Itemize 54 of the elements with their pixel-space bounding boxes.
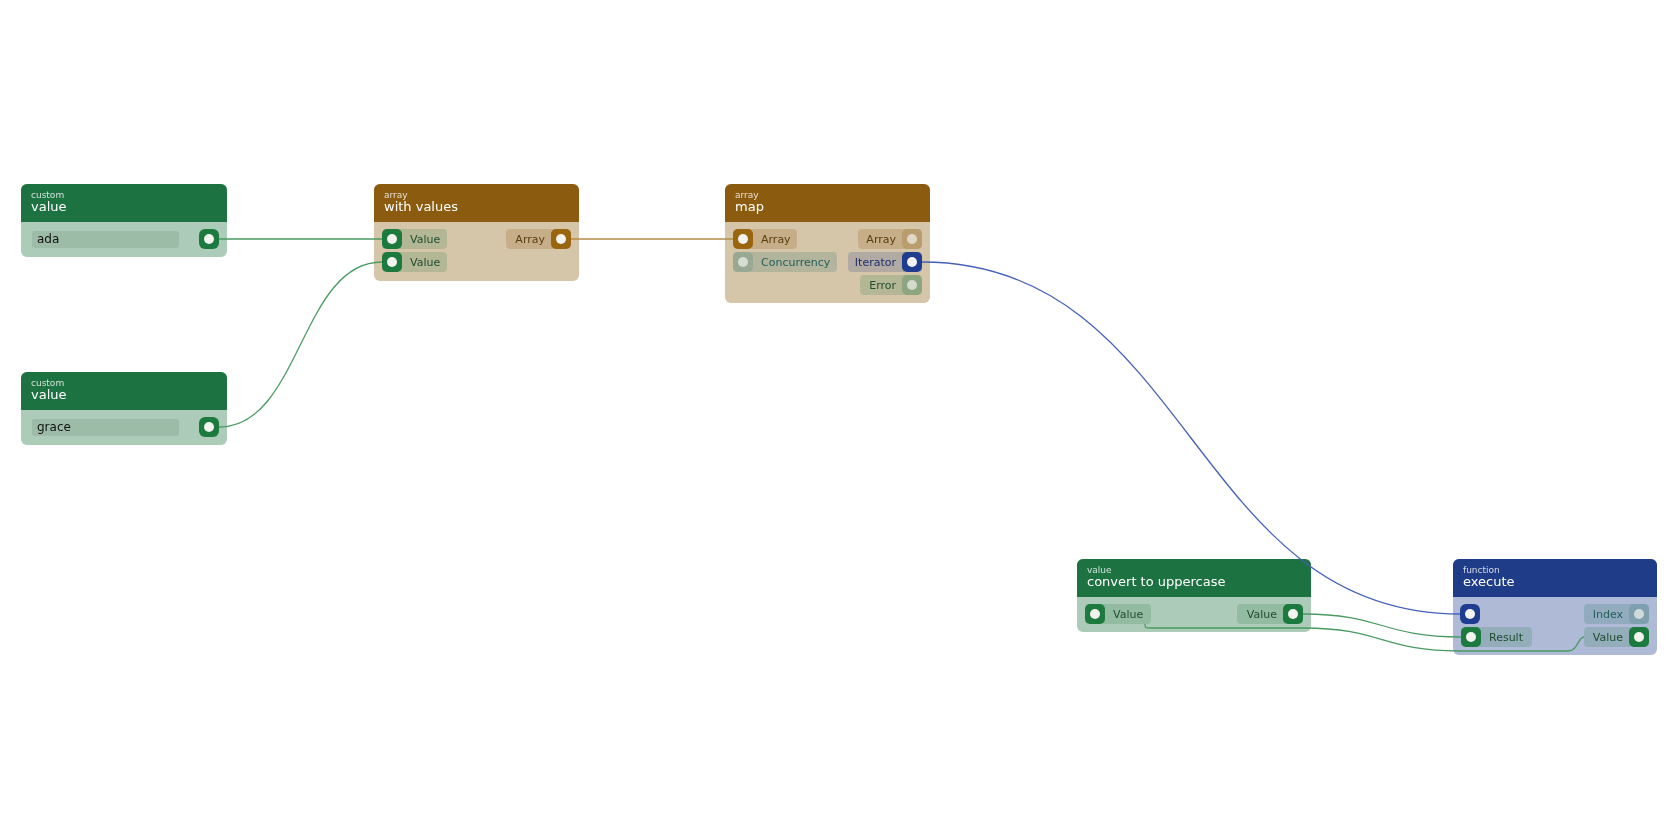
card-title: value (31, 387, 67, 403)
port-label: Concurrency (760, 255, 832, 269)
port-label: Array (514, 232, 546, 246)
port-label: Array (760, 232, 792, 246)
port-pill (733, 229, 797, 249)
port-pill (848, 252, 922, 272)
text-field: grace (32, 419, 179, 436)
node-card (1453, 559, 1657, 655)
node-card (21, 184, 227, 257)
port-label: Iterator (853, 255, 897, 269)
port-pill (382, 229, 447, 249)
category-label: function (1463, 565, 1500, 575)
port-pill (1461, 627, 1532, 647)
node-card (374, 184, 579, 281)
port-pill (860, 275, 922, 295)
connector-line (1302, 613, 1462, 638)
category-label: value (1087, 565, 1112, 575)
port-pill (1584, 627, 1649, 647)
text-field: ada (32, 231, 179, 248)
port-pill (506, 229, 571, 249)
card-title: value (31, 199, 67, 215)
card-title: with values (384, 199, 458, 215)
port-box (1460, 604, 1480, 624)
port-pill (1584, 604, 1649, 624)
port-label: Value (1591, 630, 1624, 644)
port-pill (733, 252, 837, 272)
category-label: array (735, 190, 759, 200)
port-pill (858, 229, 922, 249)
port-pill (1085, 604, 1151, 624)
card-title: execute (1463, 574, 1515, 590)
category-label: custom (31, 190, 65, 200)
port-label: Value (1245, 607, 1278, 621)
connector-line (218, 238, 383, 240)
port-label: Value (1112, 607, 1145, 621)
category-label: custom (31, 378, 65, 388)
category-label: array (384, 190, 408, 200)
connector-line (921, 261, 1461, 615)
port-label: Value (409, 232, 442, 246)
port-box (199, 417, 219, 437)
card-title: map (735, 199, 764, 215)
port-label: Value (409, 255, 442, 269)
connector-line (570, 238, 734, 240)
port-box (199, 229, 219, 249)
connector-line (1144, 623, 1585, 652)
port-label: Error (868, 278, 897, 292)
card-title: convert to uppercase (1087, 574, 1226, 590)
port-label: Array (865, 232, 897, 246)
node-card (725, 184, 930, 303)
port-pill (382, 252, 447, 272)
port-label: Result (1488, 630, 1524, 644)
node-card (1077, 559, 1311, 632)
node-card (21, 372, 227, 445)
port-label: Index (1591, 607, 1624, 621)
port-pill (1237, 604, 1303, 624)
